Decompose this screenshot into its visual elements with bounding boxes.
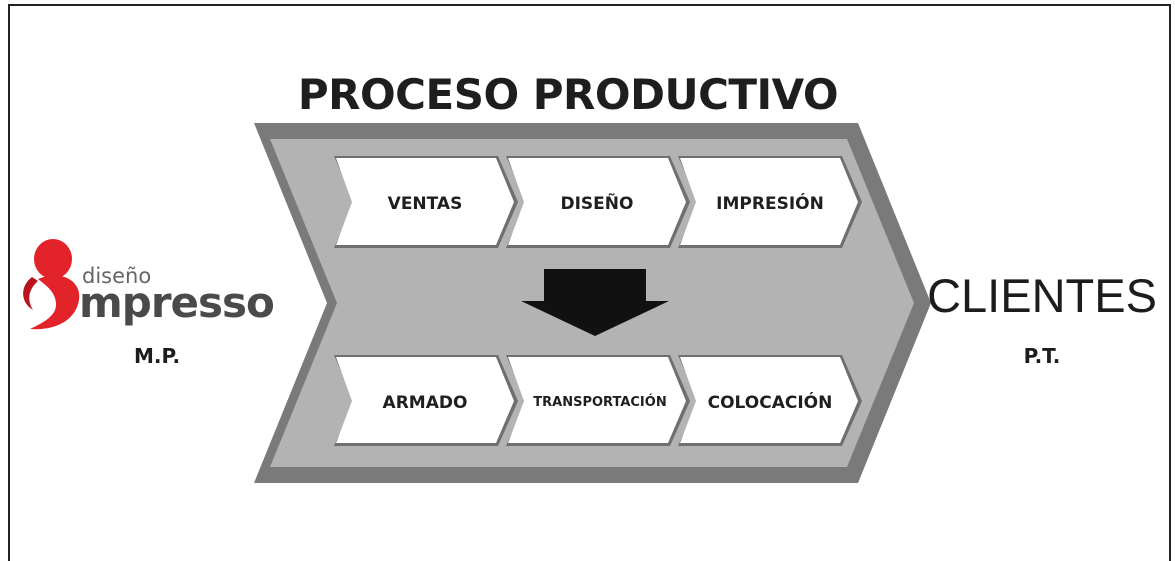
page-title: PROCESO PRODUCTIVO <box>298 70 838 119</box>
logo-red-swoosh <box>30 275 80 330</box>
frame-top-border <box>8 4 1171 6</box>
frame-left-border <box>8 4 10 561</box>
logo-big-text: mpresso <box>79 278 274 327</box>
output-title: CLIENTES <box>927 269 1157 322</box>
step-label-transportacion: TRANSPORTACIÓN <box>533 394 666 410</box>
logo-red-tail <box>23 277 38 310</box>
top-process-row: VENTAS DISEÑO IMPRESIÓN <box>334 156 862 248</box>
step-label-ventas: VENTAS <box>388 194 463 214</box>
step-chevron-impresion-face <box>680 158 858 245</box>
step-label-armado: ARMADO <box>383 393 468 413</box>
logo-small-text: diseño <box>82 264 151 288</box>
step-label-impresion: IMPRESIÓN <box>716 192 824 214</box>
step-chevron-armado-face <box>336 357 514 443</box>
bottom-process-row: ARMADO TRANSPORTACIÓN COLOCACIÓN <box>334 355 862 446</box>
step-chevron-colocacion-face <box>680 357 858 443</box>
step-chevron-diseno-face <box>508 158 686 245</box>
step-label-diseno: DISEÑO <box>561 191 634 214</box>
input-label: M.P. <box>134 344 180 368</box>
logo-red-circle <box>34 239 72 279</box>
down-arrow-icon <box>521 269 669 336</box>
step-label-colocacion: COLOCACIÓN <box>708 391 833 413</box>
step-chevron-transportacion-face <box>508 357 686 443</box>
output-label: P.T. <box>1024 344 1061 368</box>
company-logo: diseño mpresso <box>23 239 275 330</box>
step-chevron-ventas-face <box>336 158 514 245</box>
frame-right-border <box>1169 4 1171 561</box>
